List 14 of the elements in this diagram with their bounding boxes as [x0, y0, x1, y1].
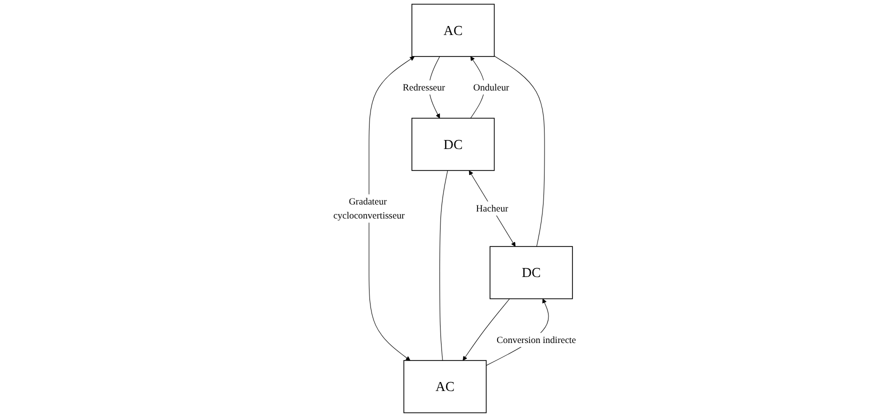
edge-label: Hacheur	[476, 202, 508, 214]
node-box	[490, 246, 573, 300]
connector	[494, 56, 545, 247]
edge-label: Conversion indirecte	[496, 334, 576, 345]
node-box	[411, 4, 495, 57]
arrow	[468, 170, 516, 247]
arrow	[368, 56, 414, 361]
edge-label: Redresseur	[402, 82, 445, 92]
arrow	[462, 298, 510, 361]
edge-label: Onduleur	[473, 82, 510, 92]
node-box	[411, 118, 495, 171]
node-box	[403, 360, 486, 414]
connector	[439, 170, 448, 361]
edge-label: Gradateur cycloconvertisseur	[333, 196, 404, 221]
